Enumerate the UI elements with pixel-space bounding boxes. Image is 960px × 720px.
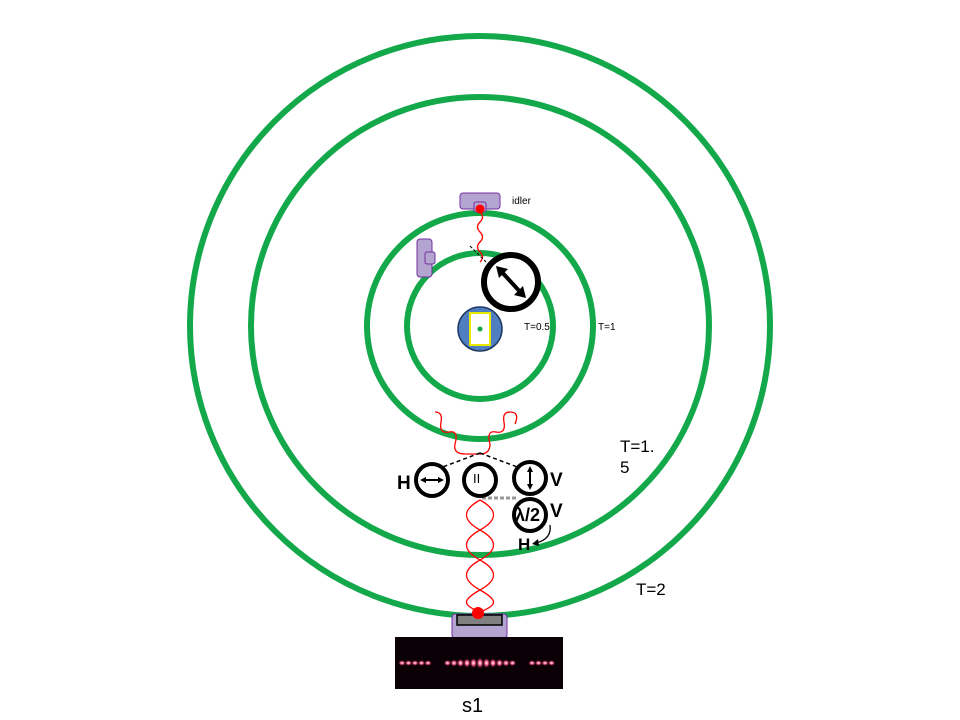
ring-t0-5: [404, 250, 556, 402]
h-label: H: [397, 473, 411, 494]
fringe-spot: [450, 659, 458, 667]
t05-label: T=0.5: [524, 322, 550, 333]
half-wave-plate: [512, 497, 548, 533]
v-polarizer: [512, 460, 548, 496]
fringe-spot: [528, 660, 536, 666]
diagonal-polarizer: [481, 252, 541, 312]
v-out-label: V: [550, 501, 563, 522]
fringe-spot: [495, 658, 504, 668]
t2-label: T=2: [636, 580, 666, 599]
t15-label: T=1. 5: [620, 437, 655, 478]
fringe-spot: [541, 660, 549, 666]
fringe-spot: [482, 657, 491, 669]
idler-detector: [459, 192, 501, 214]
signal-photon-beat: [465, 499, 495, 613]
fringe-spot: [547, 660, 556, 666]
interference-pattern: [395, 637, 563, 689]
t1-label: T=1: [598, 322, 616, 333]
fringe-spot: [411, 660, 419, 666]
half-wave-label: λ/2: [515, 505, 541, 525]
fringe-spot: [508, 659, 517, 667]
fringe-spot: [469, 657, 478, 669]
fringe-spot: [424, 660, 432, 666]
fringe-spot: [502, 659, 510, 667]
idler-label: idler: [512, 196, 531, 207]
fringe-spot: [489, 658, 497, 668]
fringe-spot: [404, 660, 413, 666]
signal-photon-wave: [434, 411, 518, 455]
fringe-spot: [443, 659, 452, 667]
fringe-spot: [463, 658, 471, 668]
idler-photon: [476, 211, 484, 263]
s1-label: s1: [462, 695, 484, 717]
h-polarizer: [414, 462, 450, 498]
h-out-label: H: [518, 535, 531, 554]
parallel-label: II: [473, 471, 481, 486]
side-detector: [416, 238, 436, 278]
rotation-arrow: [535, 524, 551, 544]
signal-detector-s1: [451, 607, 508, 639]
fringe-spot: [534, 660, 543, 666]
v-label: V: [550, 470, 563, 491]
fringe-spot: [398, 660, 406, 666]
source-crystal: [457, 306, 503, 352]
idler-path-dash: [469, 245, 487, 263]
parallel-polarizer: [462, 462, 498, 498]
fringe-spot: [456, 658, 465, 668]
fringe-spot: [417, 660, 426, 666]
ring-t1-5: [248, 94, 712, 558]
fringe-spot: [476, 657, 484, 669]
rotation-arrowhead: [532, 539, 539, 546]
